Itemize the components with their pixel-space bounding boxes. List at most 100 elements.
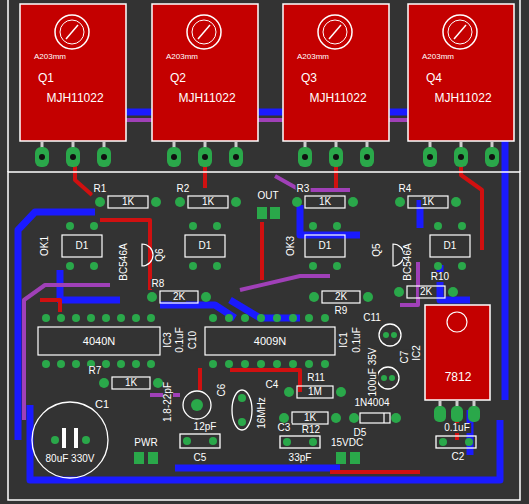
component-pads: [134, 452, 144, 464]
resistor-pads: [292, 197, 302, 207]
component-pads: [391, 332, 397, 338]
magenta-traces: [240, 276, 330, 290]
capacitors: [379, 324, 401, 346]
silkscreen-label: 100uF 35V: [368, 347, 378, 398]
optocoupler-pads: [213, 222, 221, 230]
silkscreen-label: 1N4004: [353, 398, 390, 408]
ic-pads: [273, 360, 281, 368]
resistor-symbols: [408, 196, 448, 208]
silkscreen-label: C7: [400, 350, 410, 365]
ic-pads: [147, 314, 155, 322]
optocoupler-pads: [90, 222, 98, 230]
part-label: 80uF 330V: [46, 454, 95, 464]
resistor-pads: [231, 197, 241, 207]
resistor-pads: [336, 387, 346, 397]
ic-pads: [225, 314, 233, 322]
optocoupler-pads: [333, 222, 341, 230]
silkscreen-label: C6: [217, 383, 227, 398]
silkscreen-label: 0.1uF: [175, 326, 185, 354]
ic-pads: [57, 360, 65, 368]
silkscreen-label: R2: [176, 184, 191, 194]
resistor-pads: [99, 378, 109, 388]
optocoupler-pads: [434, 222, 442, 230]
optocoupler-pads: [213, 262, 221, 270]
electrolytic-capacitor: C1 80uF 330V: [32, 402, 108, 478]
ic-pads: [257, 314, 265, 322]
silkscreen-label: R9: [334, 306, 349, 316]
component-pads: [336, 452, 346, 464]
part-label: MJH11022: [46, 92, 103, 104]
component-pads: [209, 437, 217, 445]
ic-package: 4040N: [38, 327, 160, 355]
voltage-regulator: IC27812: [425, 305, 490, 400]
part-label: MJH11022: [434, 92, 491, 104]
red-traces: [40, 160, 482, 472]
board-outline: [7, 0, 9, 172]
silkscreen-label: R8: [151, 279, 166, 289]
silkscreen-label: 0.1uF: [352, 326, 362, 354]
power-transistor-heatsinks: [408, 4, 514, 167]
power-transistor-heatsinks: [152, 4, 258, 167]
ic-outlines: [38, 327, 335, 355]
silkscreen-label: R11: [306, 373, 326, 383]
heatsink-transistor: A203mmQ3MJH11022: [283, 4, 389, 141]
blue-traces: [175, 465, 340, 472]
silkscreen-label: R12: [301, 425, 321, 435]
resistor-pads: [448, 287, 458, 297]
optocoupler-pads: [309, 222, 317, 230]
part-label: A203mm: [422, 53, 454, 61]
optocoupler-outlines: [305, 235, 345, 257]
resistor-symbols: [322, 291, 360, 303]
resistor-pads: [331, 413, 341, 423]
part-label: Q3: [301, 72, 317, 84]
component-pads: [191, 399, 203, 411]
capacitor-plates: [62, 428, 66, 448]
silkscreen-label: C4: [265, 380, 280, 390]
resistor-symbols: [108, 196, 148, 208]
diode-outline: [360, 413, 390, 423]
silkscreen-label: 2K: [419, 287, 433, 297]
resistor-pads: [348, 197, 358, 207]
blue-traces: [502, 182, 509, 400]
regulator-tab: [468, 406, 480, 422]
silkscreen-label: R1: [93, 184, 108, 194]
power-transistor-heatsinks: [20, 4, 126, 167]
component-pads: [349, 413, 359, 423]
silkscreen-label: D5: [353, 428, 368, 438]
blue-traces: [160, 305, 235, 318]
regulator-tab: [425, 305, 490, 400]
ic-outlines: [205, 327, 335, 355]
resistor-pads: [175, 197, 185, 207]
optocoupler-pads: [458, 222, 466, 230]
silkscreen-label: 1K: [303, 413, 317, 423]
resistor-pads: [309, 292, 319, 302]
part-label: 4040N: [83, 336, 115, 347]
silkscreen-label: C5: [193, 453, 208, 463]
red-traces: [260, 222, 264, 280]
resistor-symbols: [305, 196, 345, 208]
optocoupler-pads: [458, 262, 466, 270]
capacitors: [232, 390, 252, 430]
part-label: 7812: [445, 371, 472, 383]
silkscreen-label: 1K: [421, 197, 435, 207]
resistor-pads: [151, 197, 161, 207]
capacitors: [32, 402, 108, 478]
heatsink-transistor: A203mmQ1MJH11022: [20, 4, 126, 141]
blue-traces: [300, 205, 360, 235]
resistor-symbols: [188, 196, 228, 208]
regulator-tab: [425, 305, 490, 422]
diode-outline: [360, 413, 390, 423]
ic-pads: [72, 360, 80, 368]
capacitors: [180, 434, 220, 448]
ic-pads: [321, 314, 329, 322]
part-label: C1: [95, 399, 109, 410]
capacitors: [377, 367, 399, 389]
silkscreen-label: OK1: [40, 235, 50, 257]
silkscreen-label: 16MHz: [257, 396, 267, 430]
component-pads: [238, 394, 246, 402]
silkscreen-label: D1: [443, 241, 458, 251]
ic-pads: [257, 360, 265, 368]
ic-pads: [225, 360, 233, 368]
ic-pads: [72, 314, 80, 322]
